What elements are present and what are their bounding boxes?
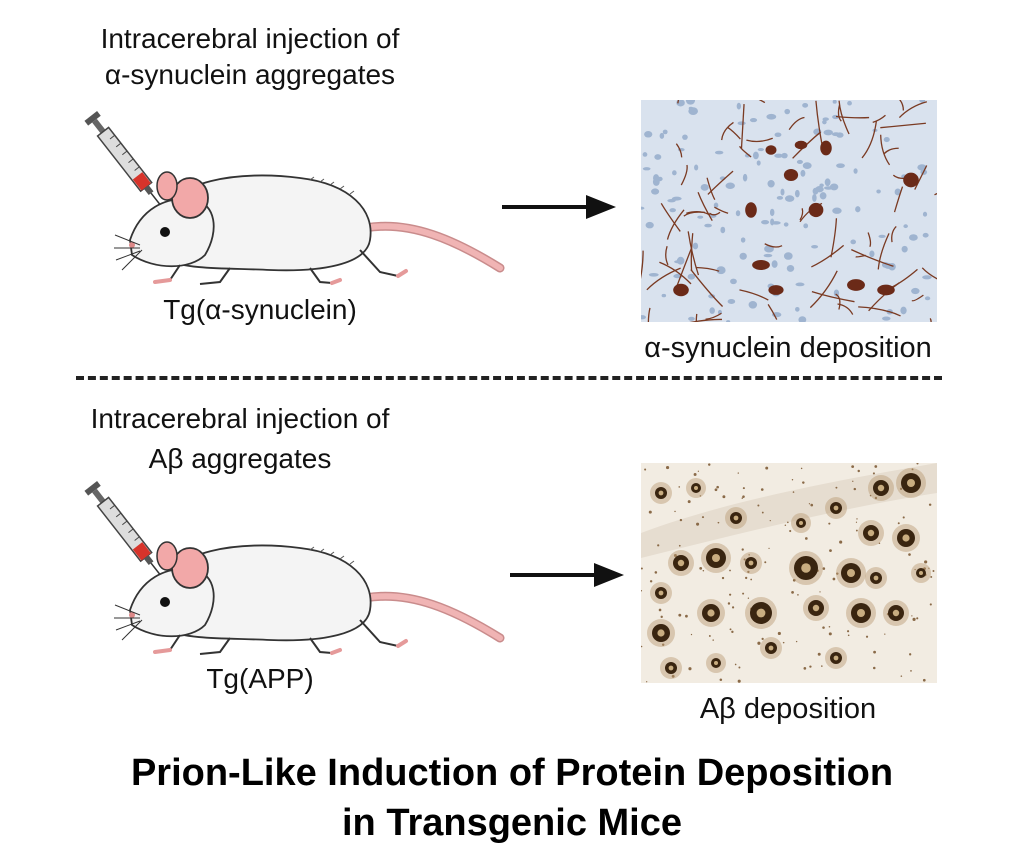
bottom-arrow-icon	[510, 563, 624, 587]
section-divider	[76, 376, 942, 380]
bottom-result-label: Aβ deposition	[699, 693, 877, 725]
figure-title-line1: Prion-Like Induction of Protein Depositi…	[130, 752, 894, 794]
top-arrow-icon	[502, 195, 616, 219]
top-injection-line2: α-synuclein aggregates	[104, 59, 396, 90]
abeta-stain-image	[641, 463, 937, 683]
top-mouse-label: Tg(α-synuclein)	[163, 294, 357, 325]
mouse-alpha-synuclein-icon	[84, 111, 505, 285]
mouse-app-icon	[84, 481, 505, 655]
top-injection-line1: Intracerebral injection of	[100, 23, 400, 54]
synuclein-stain-image	[641, 100, 937, 322]
bottom-injection-line2: Aβ aggregates	[148, 443, 332, 474]
top-result-label: α-synuclein deposition	[644, 332, 932, 364]
bottom-mouse-label: Tg(APP)	[206, 663, 314, 694]
syringe-icon	[84, 111, 162, 207]
figure-title-line2: in Transgenic Mice	[342, 802, 682, 844]
bottom-injection-line1: Intracerebral injection of	[90, 403, 390, 434]
